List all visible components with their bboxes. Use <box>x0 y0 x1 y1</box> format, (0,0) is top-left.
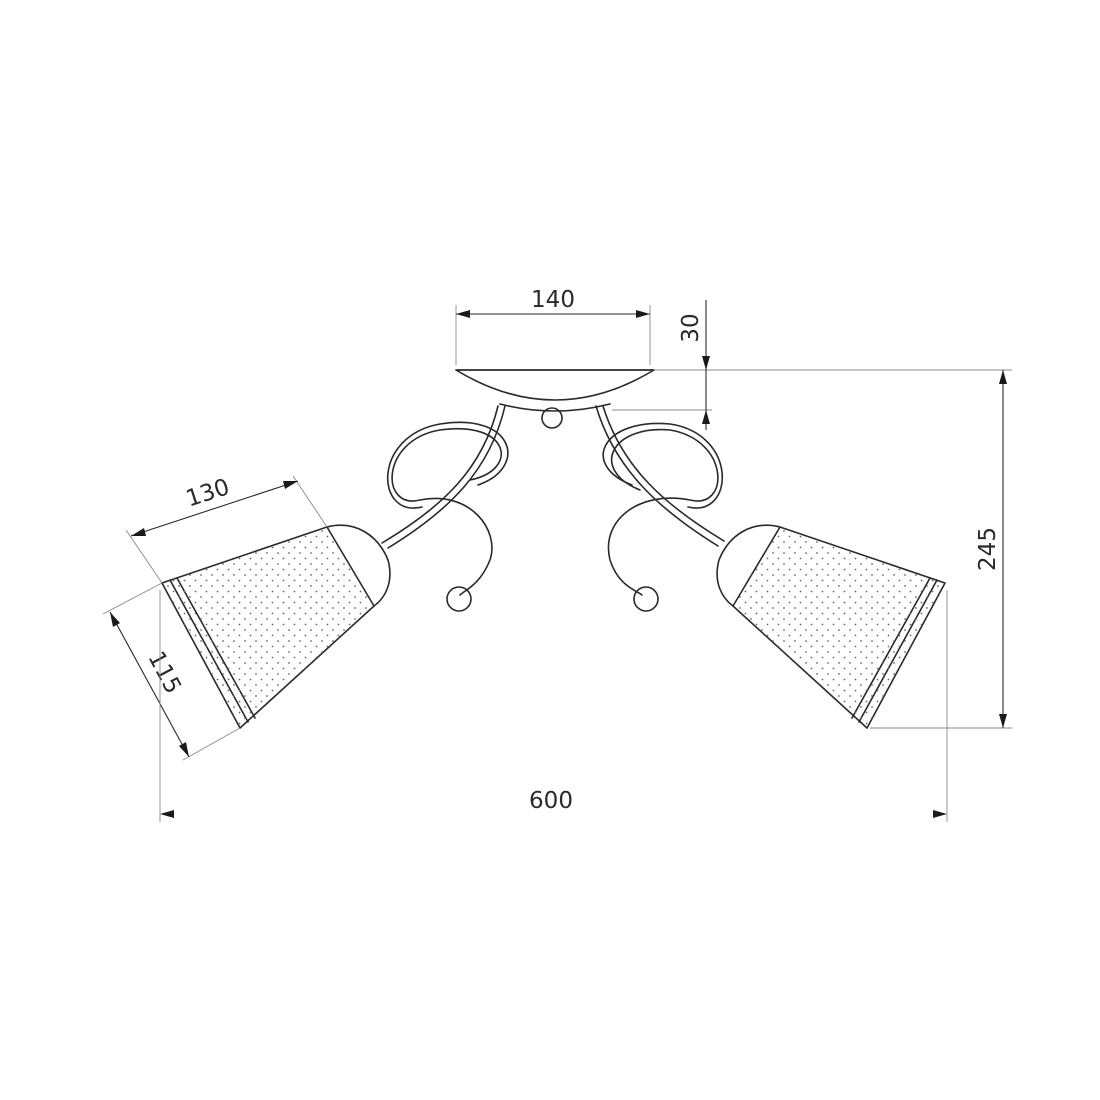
dim-canopy-height: 30 <box>612 300 1012 430</box>
right-arm-ball-icon <box>633 586 659 612</box>
left-arm <box>381 405 509 612</box>
right-shade <box>716 524 946 729</box>
left-shade-dots <box>162 527 374 728</box>
total-width-label: 600 <box>529 788 573 814</box>
dim-canopy-width: 140 <box>455 287 651 365</box>
dim-total-width: 600 <box>159 590 948 822</box>
dim-total-height: 245 <box>870 370 1012 729</box>
canopy-width-label: 140 <box>531 287 575 313</box>
canopy <box>455 369 655 429</box>
right-arm <box>595 405 725 612</box>
left-arm-ball-icon <box>446 586 472 612</box>
canopy-height-label: 30 <box>678 313 704 342</box>
canopy-finial-icon <box>541 407 563 429</box>
shade-length-label: 130 <box>183 474 233 512</box>
total-height-label: 245 <box>975 527 1001 571</box>
shade-diameter-label: 115 <box>142 647 186 698</box>
left-shade <box>161 524 391 729</box>
